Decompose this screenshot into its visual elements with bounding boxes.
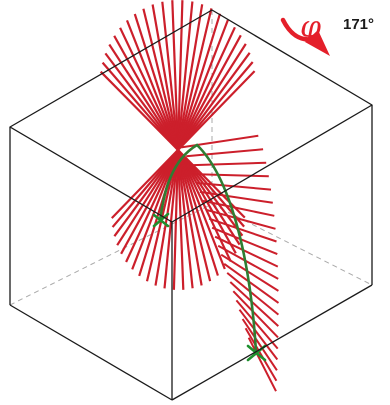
- ruling-line: [205, 208, 276, 230]
- ruling-line: [229, 281, 279, 327]
- ruling-line: [211, 226, 278, 256]
- cube-edge-bottom-left: [9, 304, 173, 401]
- ruling-line: [208, 217, 277, 243]
- ruling-line: [232, 290, 279, 339]
- upper-endpoint-marker: [152, 212, 170, 228]
- ruling-line: [193, 173, 269, 178]
- ruling-lines: [99, 0, 280, 392]
- ruling-line: [111, 70, 256, 219]
- ruling-line: [220, 253, 279, 292]
- ruling-line: [226, 272, 280, 316]
- ruling-line: [223, 262, 280, 304]
- ruling-line: [214, 235, 279, 268]
- ruling-line: [244, 327, 278, 382]
- ruling-line: [189, 161, 267, 167]
- ruling-line: [199, 190, 273, 204]
- axis-curve: [158, 143, 258, 353]
- ruling-line: [217, 244, 279, 280]
- hidden-edge-bottom-right: [211, 203, 373, 286]
- cube-edge-bottom-right: [171, 284, 373, 401]
- ruling-line: [235, 299, 279, 350]
- cube-outline: [9, 9, 373, 401]
- hidden-edge-bottom-left: [9, 203, 213, 306]
- rotation-angle-label: 171°: [343, 16, 374, 33]
- ruling-line: [202, 199, 275, 217]
- rotation-arrowhead-icon: [305, 30, 330, 56]
- rotation-indicator: φ 171°: [280, 10, 374, 56]
- ruling-line: [186, 148, 264, 158]
- ruling-line: [238, 309, 279, 361]
- ruling-line: [181, 134, 259, 149]
- ruling-line: [241, 318, 278, 371]
- rotation-symbol: φ: [300, 10, 321, 45]
- ruling-line: [247, 337, 277, 392]
- hidden-edges: [9, 10, 373, 306]
